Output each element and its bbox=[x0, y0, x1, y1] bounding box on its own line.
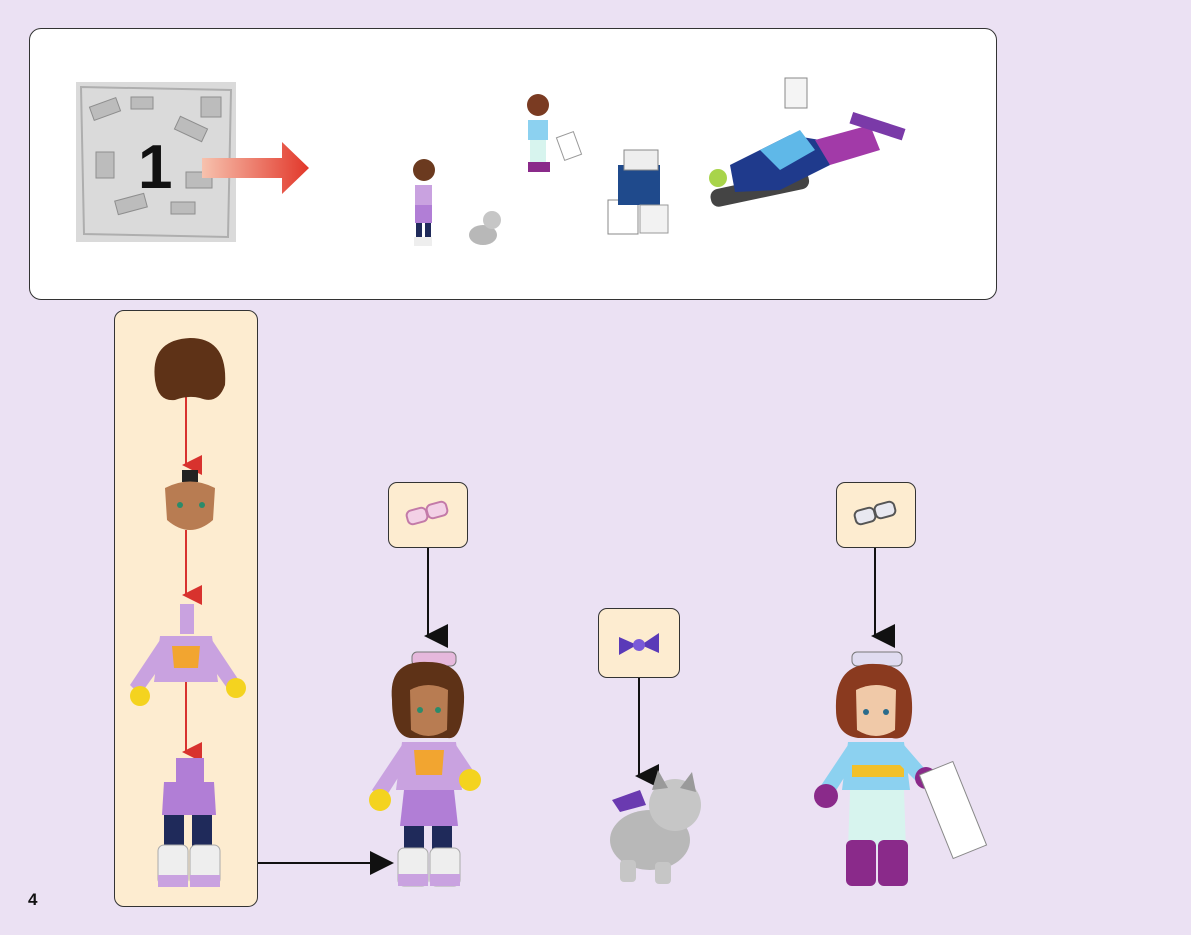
minifig-andrea bbox=[369, 652, 481, 886]
ski-goggles-icon bbox=[389, 483, 467, 547]
goggles-callout-2 bbox=[836, 482, 916, 548]
page-number: 4 bbox=[28, 890, 37, 910]
puppy-figure bbox=[610, 770, 701, 884]
purple-bow-icon bbox=[599, 609, 679, 677]
subassembly-panel bbox=[114, 310, 258, 907]
goggles-callout-1 bbox=[388, 482, 468, 548]
ski-goggles-icon bbox=[837, 483, 915, 547]
minifig-emma bbox=[814, 652, 987, 886]
bag-number: 1 bbox=[138, 132, 172, 203]
bow-callout bbox=[598, 608, 680, 678]
